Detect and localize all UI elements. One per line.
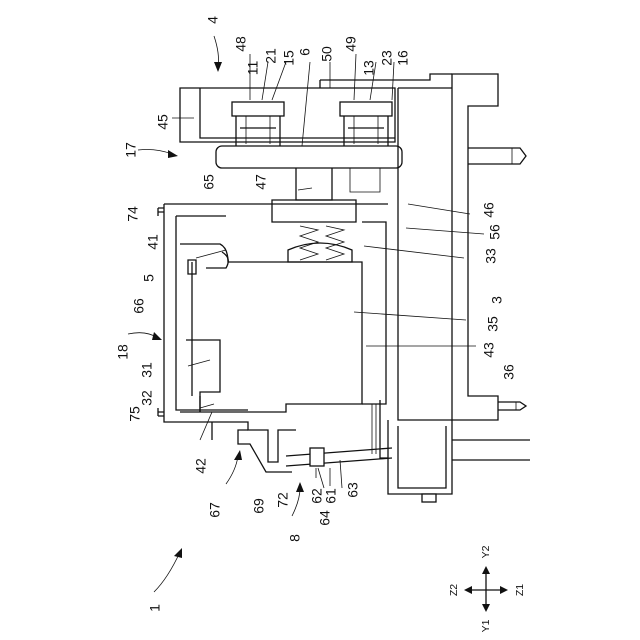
reference-numeral-13: 13 (361, 60, 377, 76)
reference-numeral-56: 56 (487, 224, 503, 240)
reference-numeral-17: 17 (123, 142, 139, 158)
reference-numeral-32: 32 (139, 390, 155, 406)
axis-indicator (464, 566, 508, 612)
reference-numeral-11: 11 (245, 61, 261, 76)
reference-numeral-50: 50 (319, 46, 335, 62)
reference-numeral-43: 43 (481, 342, 497, 358)
reference-numeral-63: 63 (345, 482, 361, 498)
drawing-linework (128, 36, 530, 592)
reference-numeral-8: 8 (287, 534, 303, 542)
reference-numeral-3: 3 (489, 296, 505, 304)
reference-numeral-49: 49 (343, 36, 359, 52)
arrowheads (152, 62, 304, 558)
reference-numeral-35: 35 (485, 316, 501, 332)
reference-numeral-65: 65 (201, 174, 217, 190)
reference-numeral-6: 6 (297, 48, 313, 56)
reference-numeral-61: 61 (323, 488, 339, 504)
reference-numeral-16: 16 (395, 50, 411, 66)
reference-numeral-46: 46 (481, 202, 497, 218)
reference-numeral-74: 74 (125, 206, 141, 222)
reference-numeral-72: 72 (275, 492, 291, 508)
reference-numeral-18: 18 (115, 344, 131, 360)
reference-numeral-66: 66 (131, 298, 147, 314)
reference-numeral-48: 48 (233, 36, 249, 52)
reference-numeral-47: 47 (253, 174, 269, 190)
reference-numeral-69: 69 (251, 498, 267, 514)
reference-numeral-23: 23 (379, 50, 395, 66)
reference-numeral-15: 15 (281, 50, 297, 66)
reference-numeral-21: 21 (263, 48, 279, 64)
reference-numeral-42: 42 (193, 458, 209, 474)
reference-numeral-5: 5 (141, 274, 157, 282)
axis-label-y2: Y2 (480, 545, 492, 558)
reference-numeral-4: 4 (205, 16, 221, 24)
reference-numeral-75: 75 (127, 406, 143, 422)
axis-label-z2: Z2 (448, 584, 460, 596)
reference-numeral-45: 45 (155, 114, 171, 130)
reference-numeral-31: 31 (139, 362, 155, 378)
reference-numeral-33: 33 (483, 248, 499, 264)
axis-label-y1: Y1 (480, 619, 492, 632)
axis-label-z1: Z1 (514, 584, 526, 596)
reference-numeral-64: 64 (317, 510, 333, 526)
reference-numeral-36: 36 (501, 364, 517, 380)
reference-numeral-41: 41 (145, 234, 161, 250)
reference-numeral-67: 67 (207, 502, 223, 518)
reference-numeral-1: 1 (147, 604, 163, 612)
